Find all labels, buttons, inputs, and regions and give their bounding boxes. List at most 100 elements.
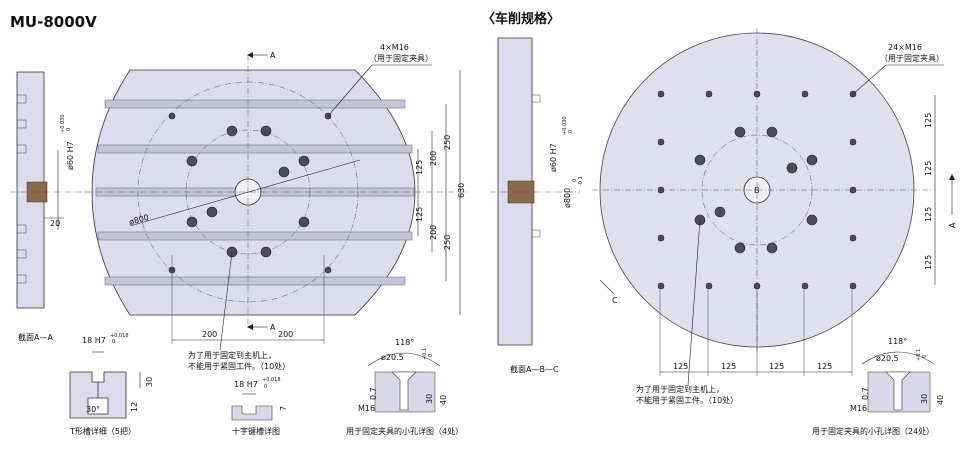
mount-hole: [786, 162, 798, 174]
small-hole-4-40: 40: [439, 395, 448, 405]
fixture-hole: [801, 90, 809, 98]
small-hole-4-thread: M16: [358, 404, 375, 413]
round-hdim-2: 125: [721, 362, 736, 371]
round-table-view: B 24×M16 （用于固定夹具） 125 125 125 125 A C: [592, 28, 957, 405]
round-vdim-3: 125: [924, 207, 933, 222]
arrow-a-bot-head: [247, 324, 253, 330]
note-leader: [219, 251, 233, 351]
small-hole-24-angle-arc: [861, 351, 935, 365]
small-hole-24-07: 0.7: [861, 387, 870, 400]
arrow-a-right-label: A: [948, 222, 957, 228]
mount-hole: [806, 214, 818, 226]
cross-key-tol-low: 0: [264, 384, 267, 390]
mount-hole: [694, 154, 706, 166]
round-vdim-4: 125: [924, 255, 933, 270]
mount-hole: [206, 206, 218, 218]
mount-hole: [298, 216, 310, 228]
t-slot-top-dim: 18 H7: [82, 336, 106, 345]
arrow-a-bot-label: A: [270, 323, 276, 332]
small-hole-24-tol-up: +0.1: [916, 349, 922, 361]
fixture-hole: [753, 282, 761, 290]
small-hole-24-tol-low: 0: [922, 355, 928, 358]
round-hdim-1: 125: [673, 362, 688, 371]
dim-200-top: 200: [429, 151, 438, 166]
round-note-line1: 为了用于固定到主机上，: [636, 384, 724, 394]
mount-hole: [766, 126, 778, 138]
t-slot-tol-low: 0: [112, 339, 115, 345]
t-slot-detail: 18 H7 +0.018 0 30 12 30° T形槽详细（5把）: [69, 333, 154, 436]
m16-leader: [327, 64, 373, 117]
small-hole-4-caption: 用于固定夹具的小孔详图（4处）: [346, 426, 463, 436]
section-abc-notches: [532, 94, 541, 238]
fixture-hole: [753, 90, 761, 98]
round-hdim-3: 125: [769, 362, 784, 371]
d800-leader: [129, 159, 361, 227]
mount-hole: [226, 125, 238, 137]
m16-label: 4×M16: [380, 43, 409, 52]
dim-250-top: 250: [443, 135, 452, 150]
arrow-c-line: [599, 279, 615, 295]
small-hole-24-40: 40: [936, 395, 945, 405]
round-m16-sub-label: （用于固定夹具）: [880, 53, 944, 63]
dim-200-bottom-right: 200: [278, 330, 293, 339]
fixture-hole: [849, 234, 857, 242]
fixture-hole: [849, 138, 857, 146]
round-hdim-4: 125: [817, 362, 832, 371]
mount-hole: [186, 216, 198, 228]
t-slot-4: [97, 231, 413, 241]
small-hole-4-tol-low: 0: [428, 354, 434, 357]
round-note-line2: 不能用于紧固工件。（10处）: [636, 395, 738, 405]
mount-hole: [734, 242, 746, 254]
cross-key-profile: [231, 405, 273, 421]
small-hole-detail-24: 118° ø20.5 +0.1 0 0.7 30 40 M16 用于固定夹具的小…: [812, 337, 945, 436]
fixture-hole: [657, 234, 665, 242]
arrow-a-top-label: A: [270, 51, 276, 60]
small-hole-24-dia: ø20.5: [876, 354, 899, 363]
cross-key-caption: 十字键槽详图: [232, 426, 280, 436]
fixture-hole: [657, 90, 665, 98]
dim-125-top: 125: [415, 160, 424, 175]
dim-200-bottom-left: 200: [202, 330, 217, 339]
t-slot-caption: T形槽详细（5把）: [69, 426, 136, 436]
mount-hole: [766, 242, 778, 254]
t-slot-tol-up: +0.018: [110, 333, 129, 339]
arrow-a-top-head: [247, 52, 253, 58]
fixture-hole: [849, 282, 857, 290]
fixture-hole: [657, 282, 665, 290]
t-slot-2: [97, 144, 413, 154]
small-hole-4-dia: ø20.5: [381, 353, 404, 362]
section-aa-bore-dim: ø60 H7: [66, 141, 75, 170]
fixture-hole: [801, 282, 809, 290]
section-aa-bore-tol-low: 0: [66, 128, 72, 131]
section-abc-bore-tol-low: 0: [568, 130, 574, 133]
left-note-line1: 为了用于固定到主机上，: [188, 350, 276, 360]
cross-key-tol-up: +0.018: [262, 377, 281, 383]
t-slot-1: [104, 99, 406, 109]
cross-key-top-dim: 18 H7: [234, 380, 258, 389]
small-hole-4-tol-up: +0.1: [422, 348, 428, 360]
small-hole-24-30: 30: [920, 394, 929, 404]
small-hole-detail-4: 118° ø20.5 +0.1 0 0.7 30 40 M16 用于固定夹具的小…: [346, 338, 463, 436]
fixture-hole: [657, 138, 665, 146]
section-aa-caption: 截面A—A: [18, 332, 53, 342]
round-note-leader: [687, 219, 701, 386]
dim-250-bot: 250: [443, 235, 452, 250]
t-slot-30: 30: [145, 377, 154, 387]
section-aa: ø60 H7 +0.030 0 20 截面A—A: [10, 71, 90, 342]
round-m16-label: 24×M16: [888, 43, 922, 52]
mount-hole: [260, 246, 272, 258]
small-hole-24-angle: 118°: [888, 337, 907, 346]
section-aa-slots: [17, 94, 27, 284]
m16-hole: [324, 266, 332, 274]
fixture-hole: [849, 186, 857, 194]
m16-sub-label: （用于固定夹具）: [369, 53, 433, 63]
small-hole-4-30: 30: [425, 394, 434, 404]
small-hole-4-angle: 118°: [395, 338, 414, 347]
section-abc: ø60 H7 +0.030 0 ø800 0 -0.1 截面A—B—C: [490, 37, 584, 374]
mount-hole: [806, 154, 818, 166]
turning-spec-title: 〈车削规格〉: [482, 11, 560, 27]
t-slot-12: 12: [130, 402, 139, 412]
fixture-hole: [705, 90, 713, 98]
